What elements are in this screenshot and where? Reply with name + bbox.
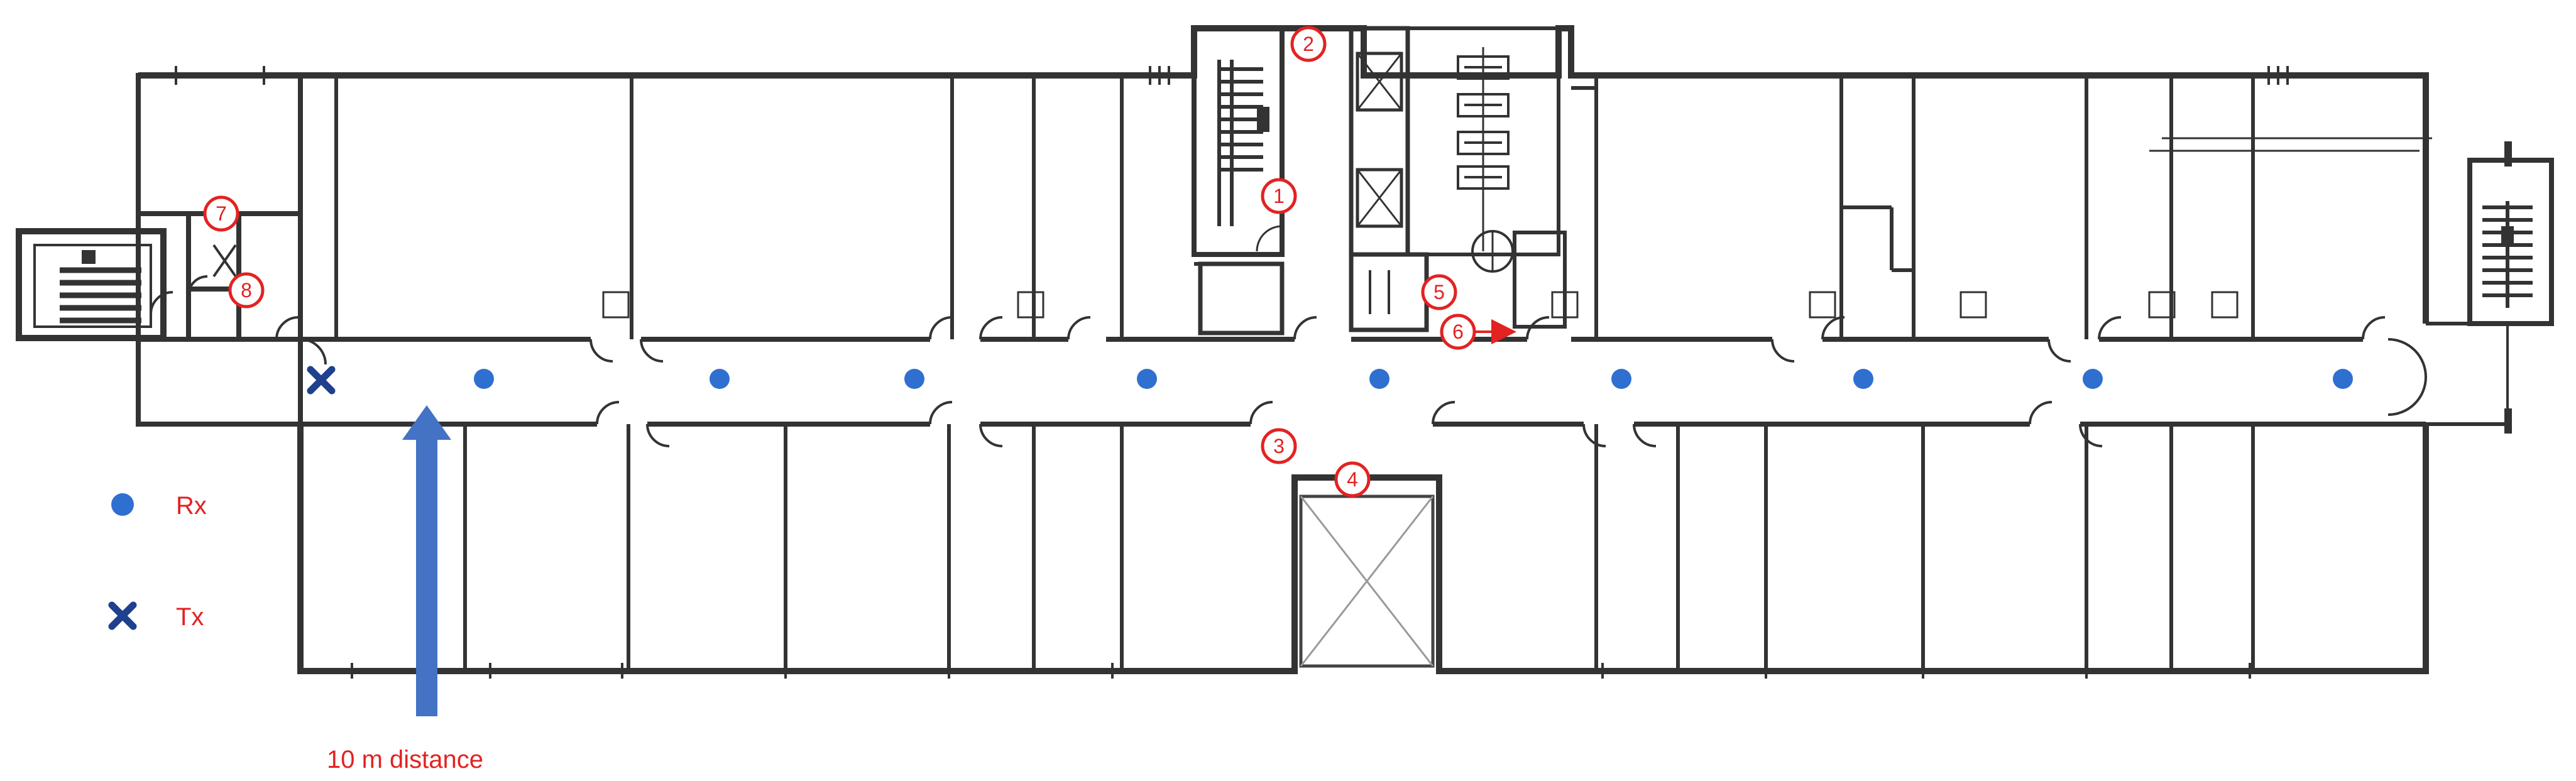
legend-tx-label: Tx [176,603,204,631]
central-stair-core [1192,26,1285,336]
marker-8: 8 [228,272,265,309]
rx-point [2083,369,2103,389]
svg-text:6: 6 [1452,320,1464,343]
legend-rx-label: Rx [176,492,207,520]
svg-text:1: 1 [1273,185,1285,207]
svg-text:8: 8 [241,279,252,302]
marker-6: 6 [1440,314,1516,350]
rx-point [474,369,494,389]
lower-room-partitions [463,424,2255,671]
right-stairs-icon [2482,201,2533,308]
central-stairs-icon [1217,60,1263,226]
tx-marker-icon [307,366,336,395]
receivers [474,369,2353,389]
elevators [1349,26,1410,257]
rx-point [1137,369,1157,389]
door-swings [150,275,2427,447]
marker-1: 1 [1261,178,1297,214]
rx-point [1369,369,1389,389]
marker-5: 5 [1421,274,1457,310]
rx-point [1853,369,1873,389]
left-stairwell [16,228,167,341]
legend-tx-icon [108,601,137,630]
legend-rx-icon [111,493,134,516]
rx-point [1611,369,1631,389]
svg-text:4: 4 [1347,468,1358,491]
upper-room-partitions [334,75,2432,339]
marker-2: 2 [1290,26,1327,62]
rx-point [2333,369,2353,389]
left-stairs-icon [60,267,141,324]
svg-text:7: 7 [216,202,227,225]
marker-4: 4 [1334,461,1371,498]
distance-label: 10 m distance [327,746,483,773]
central-void [1295,475,1439,668]
right-stairwell [2426,141,2554,434]
numbered-markers: 1 2 3 4 5 6 7 8 [203,26,1516,498]
rx-point [710,369,730,389]
marker-3: 3 [1261,428,1297,464]
svg-text:2: 2 [1303,33,1314,55]
marker-7: 7 [203,195,239,232]
svg-text:5: 5 [1433,281,1445,303]
distance-arrow [402,405,451,716]
rx-point [904,369,924,389]
legend: Rx Tx [108,492,207,631]
svg-text:3: 3 [1273,435,1285,457]
